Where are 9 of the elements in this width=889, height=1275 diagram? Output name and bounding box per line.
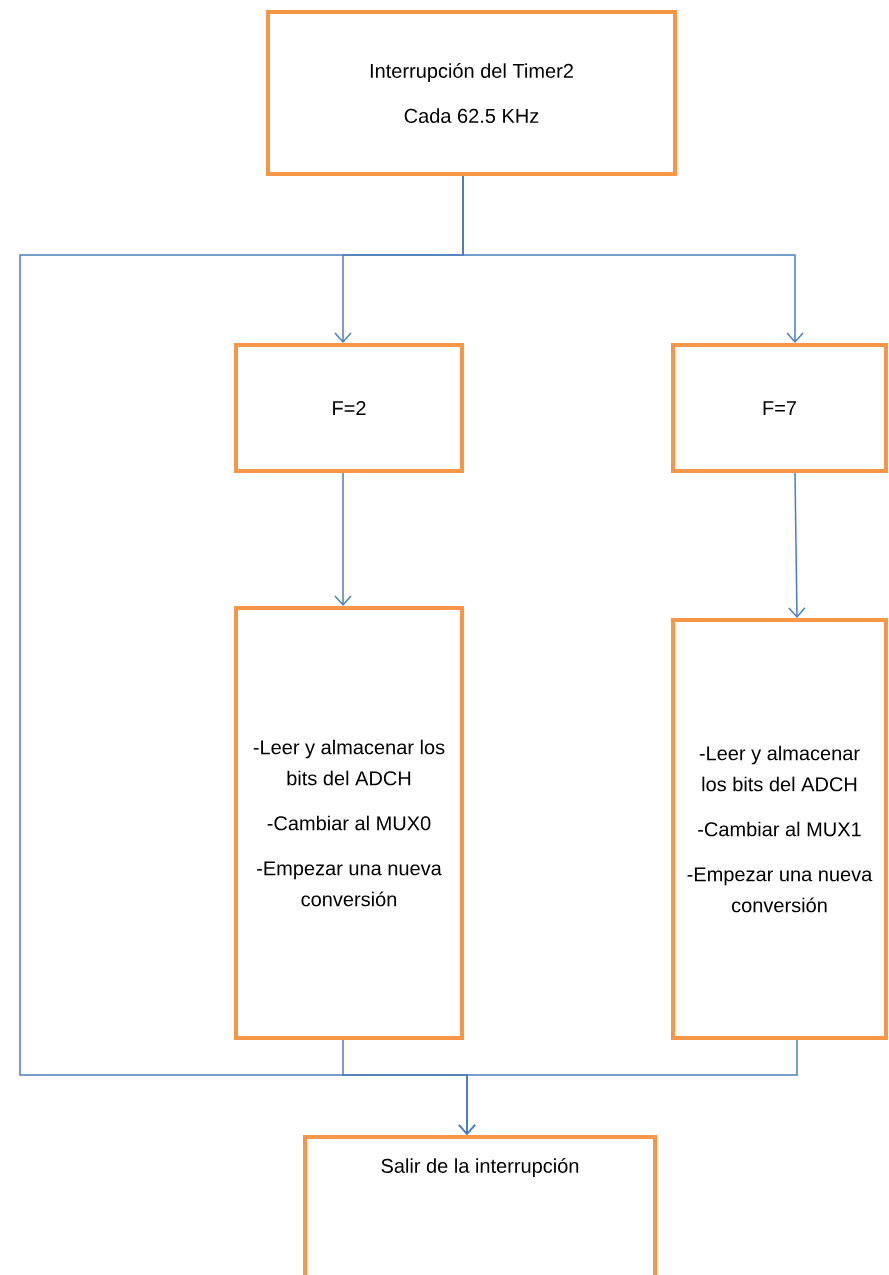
process-box: -Leer y almacenar los bits del ADCH -Cambiar al MUX1 -Empezar una nueva conversión (671, 618, 888, 1040)
arrow (788, 472, 806, 618)
process-box: F=7 (671, 343, 888, 473)
process-box: Salir de la interrupción (303, 1135, 657, 1275)
arrow (334, 472, 352, 606)
arrow (458, 1039, 798, 1135)
process-box: Interrupción del Timer2 Cada 62.5 KHz (266, 10, 677, 176)
process-box: -Leer y almacenar los bits del ADCH -Cambiar al MUX0 -Empezar una nueva conversión (234, 606, 464, 1040)
process-box: F=2 (234, 343, 464, 473)
